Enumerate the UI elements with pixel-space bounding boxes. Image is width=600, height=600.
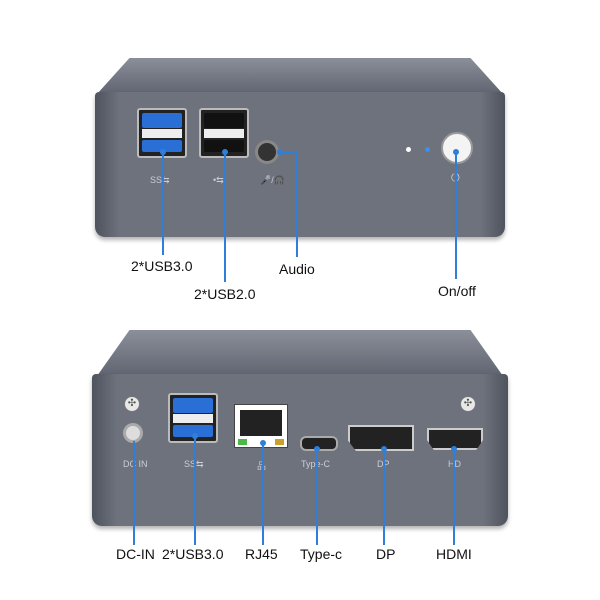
label-dp: DP <box>376 546 396 562</box>
usb3-mark: SS⇆ <box>150 175 170 185</box>
screw-icon: ✣ <box>124 396 140 412</box>
dc-in-port <box>123 423 143 443</box>
audio-jack <box>255 140 279 164</box>
label-type-c: Type-c <box>300 546 343 562</box>
back-body <box>92 374 508 526</box>
power-button[interactable] <box>441 132 473 164</box>
led-white <box>406 147 411 152</box>
label-audio: Audio <box>279 261 315 277</box>
back-top-surface <box>97 330 503 376</box>
label-hdmi: HDMI <box>436 546 472 562</box>
typec-mark: Type-C <box>301 459 330 469</box>
usb3-mark-back: SS⇆ <box>184 459 204 470</box>
rj45-mark: 品 <box>257 459 266 472</box>
label-rj45: RJ45 <box>245 546 278 562</box>
usb3-port-pair-back <box>168 393 218 443</box>
label-usb3-back: 2*USB3.0 <box>162 546 224 562</box>
usb2-mark: •⇆ <box>213 175 224 185</box>
led-blue <box>425 147 430 152</box>
label-usb3-front: 2*USB3.0 <box>131 258 193 274</box>
label-usb2: 2*USB2.0 <box>194 286 256 302</box>
label-power: On/off <box>438 283 476 299</box>
dc-mark: DC IN <box>123 459 148 469</box>
usb3-port-pair-front <box>137 108 187 158</box>
usb2-port-pair <box>199 108 249 158</box>
audio-mark: 🎤/🎧 <box>260 175 285 185</box>
screw-icon: ✣ <box>460 396 476 412</box>
front-top-surface <box>97 58 503 94</box>
label-dc-in: DC-IN <box>116 546 155 562</box>
